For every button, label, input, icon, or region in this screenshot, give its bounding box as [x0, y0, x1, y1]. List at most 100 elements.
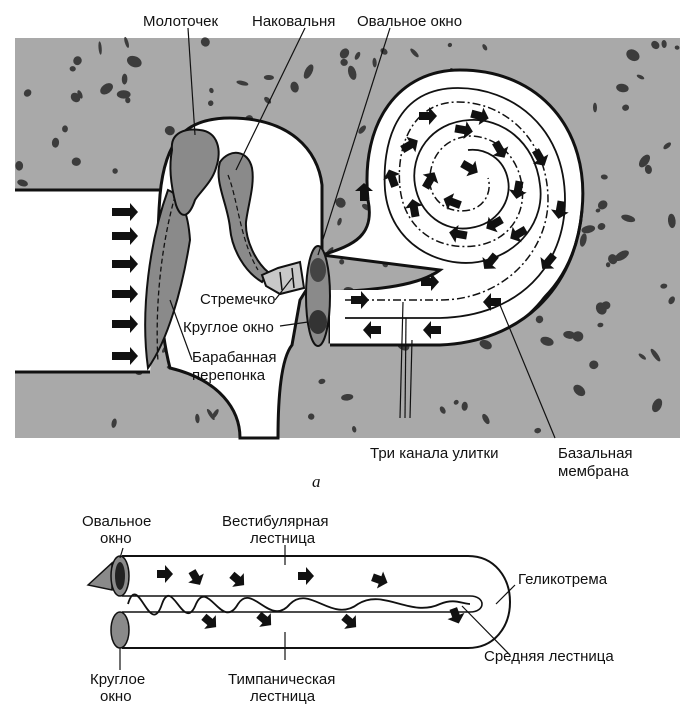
bone-spot	[579, 233, 587, 247]
fluid-flow-arrow-icon	[383, 169, 401, 188]
bone-spot	[335, 197, 346, 208]
fluid-flow-arrow-icon	[470, 107, 489, 125]
bone-spot	[98, 41, 102, 55]
bone-spot	[447, 42, 453, 48]
bone-spot	[308, 413, 315, 420]
fluid-flow-arrow-icon	[341, 613, 357, 629]
bone-spot	[621, 214, 636, 223]
eardrum	[144, 188, 192, 371]
bone-spot	[636, 74, 645, 80]
bone-spot	[540, 336, 554, 346]
round-window-b-label-line1: Круглое	[90, 671, 145, 688]
bone-spot	[674, 45, 680, 50]
bone-spot	[482, 413, 490, 425]
sound-arrow-icon	[112, 285, 138, 303]
bone-spot	[638, 154, 651, 168]
panel-a: Молоточек Наковальня Овальное окно Стрем…	[15, 13, 680, 491]
fluid-flow-arrow-icon	[486, 216, 504, 233]
fluid-flow-arrow-icon	[550, 200, 569, 219]
basilar-membrane-label-line1: Базальная	[558, 445, 633, 462]
bone-spot	[77, 90, 83, 99]
fluid-flow-arrow-icon	[421, 273, 439, 291]
bone-spot	[651, 40, 660, 50]
bone-spot	[650, 348, 661, 362]
tympanic-scala-label-line2: лестница	[250, 688, 316, 705]
eardrum-label-line2: перепонка	[192, 367, 266, 384]
fluid-flow-arrow-icon	[201, 613, 217, 629]
fluid-flow-arrow-icon	[371, 571, 388, 589]
bone-spot	[207, 100, 214, 106]
bone-spot	[70, 92, 81, 103]
fluid-flow-arrow-icon	[157, 565, 173, 583]
bone-spot	[290, 81, 299, 93]
bone-spot	[652, 398, 663, 413]
round-window	[309, 310, 327, 334]
bone-spot	[534, 427, 542, 434]
fluid-flow-arrow-icon	[482, 252, 499, 269]
bone-spot	[439, 406, 446, 414]
bone-spot	[622, 104, 630, 111]
bone-spot	[347, 65, 357, 80]
fluid-flow-arrow-icon	[508, 180, 527, 199]
bone-spot	[62, 125, 68, 133]
fluid-flow-arrow-icon	[404, 199, 423, 218]
bone-spot	[589, 360, 599, 370]
bone-spot	[638, 353, 647, 360]
bone-spot	[563, 330, 576, 339]
fluid-flow-arrow-icon	[443, 193, 462, 211]
bone-spot	[453, 399, 459, 405]
fluid-flow-arrow-icon	[422, 172, 439, 190]
bone-spot	[71, 157, 81, 166]
bone-spot	[644, 164, 652, 174]
bone-spot	[616, 83, 629, 93]
bone-spot	[372, 57, 377, 68]
bone-spot	[479, 339, 492, 350]
fluid-flow-arrow-icon	[351, 291, 369, 309]
bone-spot	[263, 74, 274, 81]
bone-spot	[581, 225, 596, 234]
bone-spot	[660, 283, 668, 289]
middle-scala-label: Средняя лестница	[484, 648, 614, 665]
fluid-flow-arrow-icon	[188, 569, 204, 585]
bone-spot	[626, 49, 640, 62]
vestibular-scala-label-line1: Вестибулярная	[222, 513, 329, 530]
bone-spot	[352, 426, 357, 433]
bone-spot	[339, 259, 345, 265]
bone-spot	[595, 302, 607, 315]
bone-spot	[597, 223, 606, 230]
fluid-flow-arrow-icon	[460, 160, 478, 177]
bone-spot	[340, 58, 348, 66]
bone-spot	[23, 89, 32, 97]
fluid-flow-arrow-icon	[419, 107, 437, 125]
fluid-flow-arrow-icon	[510, 226, 528, 243]
fluid-flow-arrow-icon	[483, 293, 501, 311]
fluid-flow-arrow-icon	[492, 140, 509, 158]
bone-spot	[303, 64, 314, 79]
fluid-flow-arrow-icon	[447, 607, 465, 624]
bone-spot	[125, 97, 131, 104]
bone-spot	[595, 208, 601, 213]
travelling-wave	[127, 593, 471, 616]
bone-spot	[209, 87, 214, 94]
bone-spot	[410, 48, 419, 58]
sound-arrow-icon	[112, 203, 138, 221]
bone-spot	[73, 56, 82, 66]
round-window-b-label-line2: окно	[100, 688, 132, 705]
bone-spot	[69, 66, 76, 72]
middle-scala-band	[122, 595, 483, 613]
bone-spot	[337, 217, 342, 226]
anvil-label: Наковальня	[252, 13, 335, 30]
fluid-flow-arrow-icon	[355, 183, 373, 201]
oval-window-label: Овальное окно	[357, 13, 462, 30]
bone-spot	[51, 137, 60, 148]
bone-spot	[605, 262, 611, 268]
hammer-label: Молоточек	[143, 13, 218, 30]
bone-spot	[354, 51, 361, 60]
fluid-flow-arrow-icon	[400, 136, 418, 153]
three-canals-label: Три канала улитки	[370, 445, 498, 462]
bone-spot	[461, 401, 468, 411]
fluid-flow-arrow-icon	[532, 148, 549, 166]
bone-spot	[668, 296, 675, 305]
cochlea-tube-outer	[122, 555, 512, 649]
